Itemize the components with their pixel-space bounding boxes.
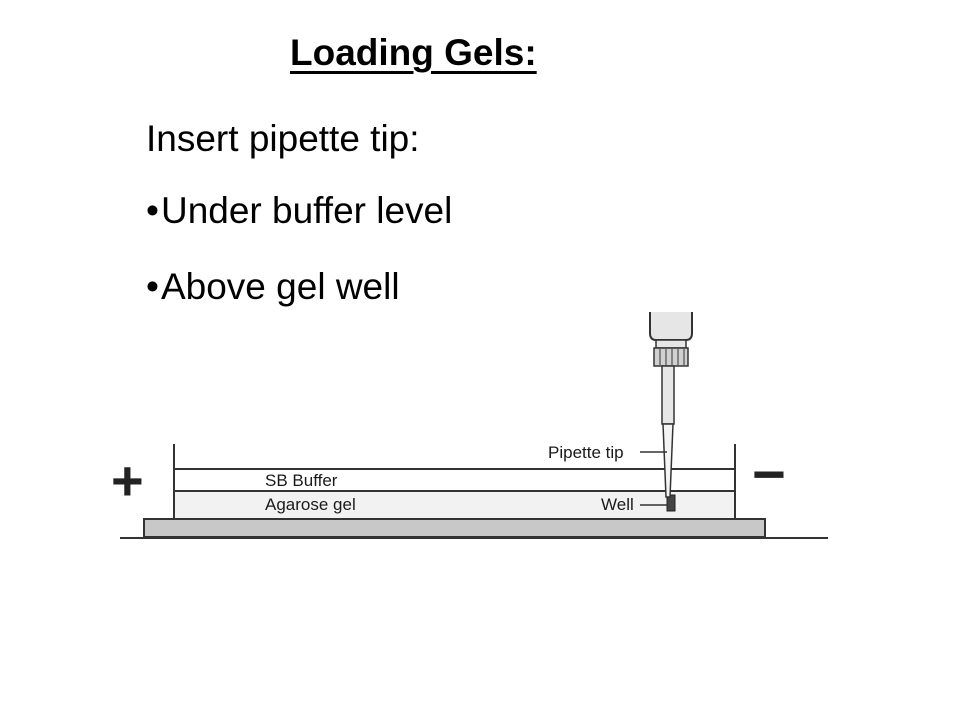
bullet-marker: • — [146, 266, 159, 307]
buffer-label: SB Buffer — [265, 471, 338, 490]
positive-electrode-sign: + — [111, 449, 144, 512]
gel-label: Agarose gel — [265, 495, 356, 514]
intro-text: Insert pipette tip: — [146, 118, 420, 159]
pipette-collar — [655, 339, 687, 349]
pipette-grip — [653, 347, 689, 367]
gel-tray-base — [143, 518, 766, 538]
pipette-tip-label: Pipette tip — [548, 443, 624, 462]
bullet-text: Under buffer level — [160, 190, 453, 231]
pipette-shaft — [661, 365, 675, 425]
pipette — [649, 312, 693, 498]
bullet-item-2: •Above gel well — [146, 266, 400, 308]
pipette-barrel — [649, 312, 693, 341]
bullet-item-1: •Under buffer level — [146, 190, 452, 232]
bullet-marker: • — [146, 190, 159, 231]
slide-title: Loading Gels: — [290, 32, 537, 73]
negative-electrode-sign: − — [752, 442, 786, 507]
gel-well — [666, 494, 676, 512]
pipette-tip — [662, 423, 674, 498]
well-label: Well — [601, 495, 634, 514]
bullet-text: Above gel well — [160, 266, 400, 307]
